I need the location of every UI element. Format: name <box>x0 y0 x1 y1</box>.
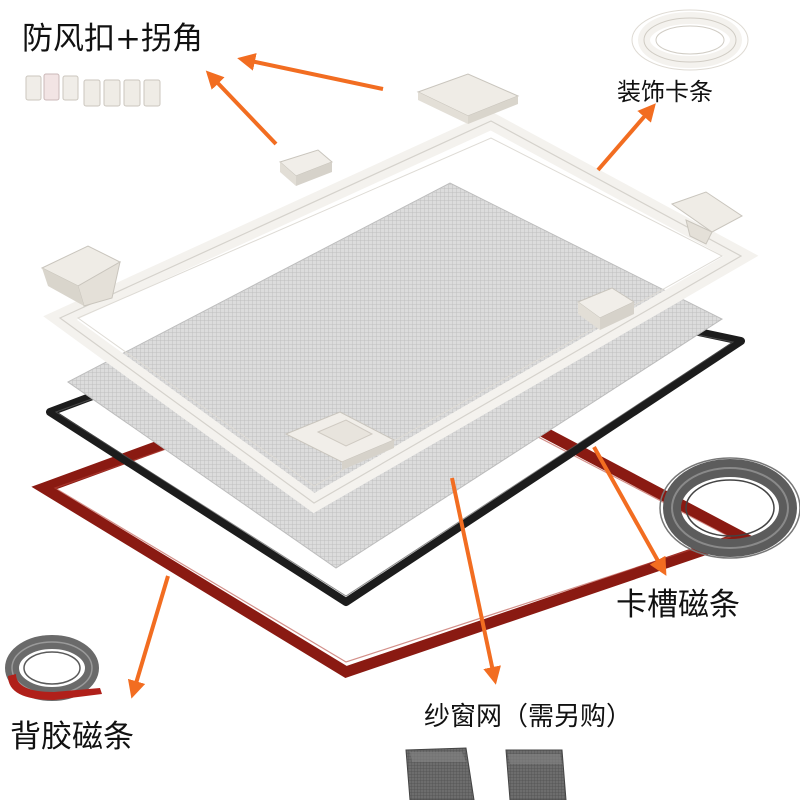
corner-piece-right <box>670 191 743 245</box>
arrow-to-clip <box>205 70 278 146</box>
corner-piece-left <box>40 245 122 307</box>
label-adhesive-magnetic-strip: 背胶磁条 <box>10 719 134 755</box>
screen-mesh-panel <box>67 182 724 569</box>
label-decorative-strip: 装饰卡条 <box>617 78 713 106</box>
label-windproof-clip-corner: 防风扣+拐角 <box>22 21 203 57</box>
arrow-to-decorative-strip <box>596 103 656 172</box>
white-decorative-frame <box>43 111 759 514</box>
label-groove-magnetic-strip: 卡槽磁条 <box>616 587 740 623</box>
arrow-to-adhesive-strip <box>127 575 170 699</box>
arrow-to-mesh <box>450 477 501 685</box>
clip-parts-icon <box>25 73 161 107</box>
windproof-clip-right <box>576 287 636 330</box>
gray-magnetic-roll-icon <box>659 457 800 559</box>
white-strip-roll-icon <box>631 9 749 71</box>
arrow-to-groove-strip <box>592 446 667 576</box>
corner-piece-top <box>416 73 520 124</box>
adhesive-roll-icon <box>5 635 102 701</box>
arrow-to-top-corner <box>237 53 384 91</box>
folded-mesh-icon <box>405 747 567 800</box>
label-screen-mesh: 纱窗网（需另购） <box>424 702 633 732</box>
windproof-clip-center <box>284 411 396 470</box>
windproof-clip-upper <box>279 149 333 186</box>
